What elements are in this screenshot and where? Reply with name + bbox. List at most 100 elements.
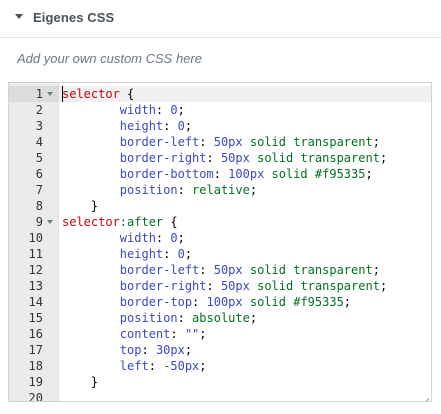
code-token: 100px	[228, 167, 265, 181]
line-number: 1	[9, 86, 58, 102]
code-token: :after	[119, 215, 164, 229]
code-token: 0	[177, 119, 185, 133]
code-line: border-right: 50px solid transparent;	[62, 150, 431, 166]
code-token: :	[141, 343, 156, 357]
code-line: height: 0;	[62, 118, 431, 134]
code-token: solid	[257, 279, 294, 293]
code-token	[62, 327, 120, 341]
code-token: selector	[62, 87, 120, 101]
code-token: ;	[177, 103, 185, 117]
line-number-text: 13	[28, 279, 43, 293]
code-token: ;	[372, 263, 380, 277]
text-cursor	[62, 86, 63, 102]
code-line: position: absolute;	[62, 310, 431, 326]
code-token: :	[155, 231, 171, 245]
line-number-text: 17	[28, 343, 43, 357]
line-number-text: 10	[28, 231, 43, 245]
code-line: border-bottom: 100px solid #f95335;	[62, 166, 431, 182]
code-token	[62, 295, 120, 309]
code-token	[62, 167, 120, 181]
code-token: solid	[257, 151, 294, 165]
code-text-area[interactable]: selector { width: 0; height: 0; border-l…	[59, 83, 431, 401]
code-token	[264, 167, 271, 181]
line-number: 12	[9, 262, 43, 278]
code-token: :	[177, 183, 193, 197]
line-number: 18	[9, 358, 43, 374]
code-token: border-bottom	[119, 167, 214, 181]
code-token: relative	[192, 183, 250, 197]
code-token: :	[163, 119, 178, 133]
code-line: position: relative;	[62, 182, 431, 198]
code-token: border-right	[119, 279, 207, 293]
line-number: 3	[9, 118, 43, 134]
code-line: top: 30px;	[62, 342, 431, 358]
code-token: selector	[62, 215, 120, 229]
line-number-text: 16	[28, 327, 43, 341]
line-number: 11	[9, 246, 43, 262]
line-number-text: 14	[28, 295, 43, 309]
line-number-text: 3	[35, 119, 43, 133]
line-number: 14	[9, 294, 43, 310]
line-number-text: 2	[35, 103, 43, 117]
code-line: border-left: 50px solid transparent;	[62, 134, 431, 150]
code-token	[62, 311, 120, 325]
code-token	[62, 103, 120, 117]
code-token: border-left	[119, 263, 200, 277]
code-token: :	[213, 167, 229, 181]
code-line: left: -50px;	[62, 358, 431, 374]
code-token	[243, 263, 250, 277]
resize-handle-icon[interactable]	[419, 389, 429, 399]
code-line: selector:after {	[62, 214, 431, 230]
code-token: height	[119, 119, 164, 133]
code-token	[250, 279, 257, 293]
code-token: 50px	[220, 279, 250, 293]
code-token: width	[119, 231, 156, 245]
code-token: content	[119, 327, 171, 341]
code-token: ;	[249, 183, 258, 197]
line-number-text: 9	[35, 215, 43, 229]
code-line: }	[62, 374, 431, 390]
code-token: ;	[184, 247, 193, 261]
code-token: 30px	[155, 343, 185, 357]
custom-css-section-header[interactable]: Eigenes CSS	[0, 0, 441, 38]
code-token: ;	[184, 119, 193, 133]
code-token: position	[119, 311, 178, 325]
line-number-text: 18	[28, 359, 43, 373]
code-token	[243, 135, 250, 149]
code-token: position	[119, 183, 178, 197]
code-token: 50px	[213, 263, 243, 277]
code-token: width	[119, 103, 156, 117]
code-token	[62, 231, 120, 245]
code-token	[250, 151, 257, 165]
line-number: 4	[9, 134, 43, 150]
code-token: transparent	[300, 279, 380, 293]
code-line: border-left: 50px solid transparent;	[62, 262, 431, 278]
code-line	[62, 390, 431, 401]
code-token: ;	[372, 135, 380, 149]
code-token: 0	[177, 247, 185, 261]
code-line: content: "";	[62, 326, 431, 342]
code-token: 0	[170, 231, 178, 245]
code-token: :	[199, 135, 214, 149]
line-number-text: 6	[35, 167, 43, 181]
code-token	[243, 295, 250, 309]
code-token: ;	[379, 279, 388, 293]
code-line: border-top: 100px solid #f95335;	[62, 294, 431, 310]
fold-arrow-icon[interactable]	[47, 92, 53, 96]
line-number: 15	[9, 310, 43, 326]
code-token	[62, 343, 120, 357]
section-description: Add your own custom CSS here	[17, 51, 202, 66]
code-token	[308, 167, 315, 181]
code-token: solid	[271, 167, 308, 181]
line-number: 8	[9, 198, 43, 214]
line-number: 17	[9, 342, 43, 358]
line-number-text: 15	[28, 311, 43, 325]
code-token	[62, 119, 120, 133]
line-number-text: 5	[35, 151, 43, 165]
code-token: top	[119, 343, 142, 357]
line-number-text: 19	[28, 375, 43, 389]
code-token	[62, 359, 120, 373]
fold-arrow-icon[interactable]	[47, 220, 53, 224]
